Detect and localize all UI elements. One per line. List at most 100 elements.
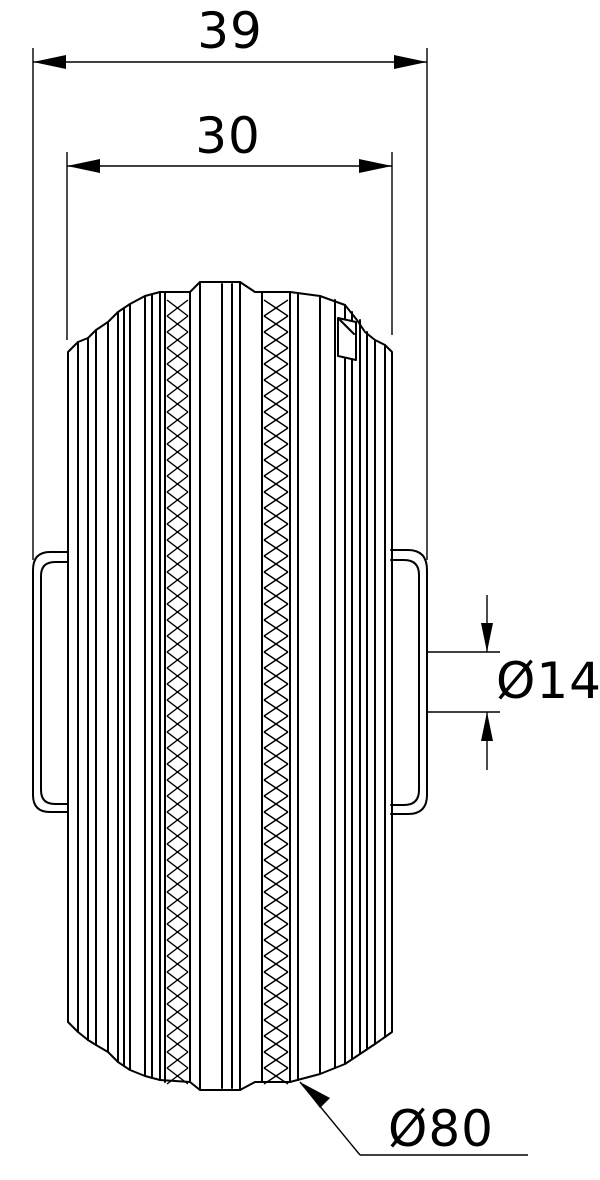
tread-cell bbox=[166, 827, 189, 845]
tread-cell bbox=[166, 731, 189, 749]
tread-cell bbox=[166, 1051, 189, 1069]
tread-cell bbox=[263, 699, 289, 717]
tread-cell bbox=[263, 379, 289, 397]
tread-cell bbox=[166, 779, 189, 797]
tread-cell bbox=[166, 891, 189, 909]
tread-cell bbox=[263, 491, 289, 509]
tread-cell bbox=[166, 315, 189, 333]
arrowhead-right bbox=[359, 159, 392, 173]
tread-pattern-right bbox=[263, 299, 289, 1085]
tread-cell bbox=[263, 1003, 289, 1021]
tread-cell bbox=[166, 475, 189, 493]
tread-cell bbox=[263, 747, 289, 765]
tread-cell bbox=[263, 779, 289, 797]
tread-cell bbox=[166, 1003, 189, 1021]
tread-cell bbox=[166, 843, 189, 861]
hub-right bbox=[390, 549, 428, 815]
tread-cell bbox=[263, 923, 289, 941]
tread-cell bbox=[166, 715, 189, 733]
tread-cell bbox=[263, 587, 289, 605]
tread-cell bbox=[263, 795, 289, 813]
dimension-wheel-diameter: Ø80 bbox=[299, 1081, 528, 1158]
arrowhead-leader bbox=[300, 1082, 330, 1108]
tread-cell bbox=[166, 651, 189, 669]
tread-cell bbox=[263, 763, 289, 781]
tread-cell bbox=[263, 667, 289, 685]
tread-cell bbox=[263, 523, 289, 541]
tread-cell bbox=[263, 859, 289, 877]
tread-cell bbox=[166, 795, 189, 813]
overall-width-label: 39 bbox=[197, 2, 263, 60]
tread-cell bbox=[263, 955, 289, 973]
tread-cell bbox=[263, 363, 289, 381]
tread-cell bbox=[166, 939, 189, 957]
tread-cell bbox=[263, 891, 289, 909]
tread-cell bbox=[166, 411, 189, 429]
tread-cell bbox=[263, 443, 289, 461]
tread-cell bbox=[166, 603, 189, 621]
tread-cell bbox=[263, 331, 289, 349]
tyre-width-label: 30 bbox=[195, 107, 261, 165]
tread-cell bbox=[263, 427, 289, 445]
tread-cell bbox=[263, 315, 289, 333]
tread-cell bbox=[263, 875, 289, 893]
tread-cell bbox=[263, 715, 289, 733]
tread-cell bbox=[166, 571, 189, 589]
arrowhead-down bbox=[481, 623, 493, 652]
tread-cell bbox=[166, 1067, 189, 1085]
tread-pattern-left bbox=[166, 299, 189, 1085]
valve-tab bbox=[337, 317, 357, 361]
wheel-diameter-label: Ø80 bbox=[388, 1100, 494, 1158]
tread-cell bbox=[263, 1051, 289, 1069]
dimension-bore: Ø14 bbox=[427, 595, 600, 770]
tread-cell bbox=[166, 907, 189, 925]
tread-cell bbox=[166, 667, 189, 685]
arrowhead-right bbox=[394, 55, 427, 69]
arrowhead-left bbox=[67, 159, 100, 173]
tread-cell bbox=[166, 331, 189, 349]
tread-cell bbox=[166, 1019, 189, 1037]
tread-cell bbox=[166, 763, 189, 781]
tread-cell bbox=[166, 299, 189, 317]
tread-cell bbox=[166, 427, 189, 445]
tyre-outline bbox=[67, 281, 393, 1091]
tread-cell bbox=[166, 443, 189, 461]
bore-diameter-label: Ø14 bbox=[496, 652, 600, 710]
tread-cell bbox=[166, 683, 189, 701]
tread-cell bbox=[263, 635, 289, 653]
tread-cell bbox=[263, 939, 289, 957]
tread-cell bbox=[263, 683, 289, 701]
tread-cell bbox=[263, 811, 289, 829]
tread-cell bbox=[166, 811, 189, 829]
tread-cell bbox=[263, 987, 289, 1005]
tread-cell bbox=[263, 347, 289, 365]
tread-cell bbox=[263, 843, 289, 861]
tread-cell bbox=[166, 747, 189, 765]
tread-cell bbox=[166, 459, 189, 477]
tread-cell bbox=[263, 507, 289, 525]
tread-cell bbox=[166, 491, 189, 509]
dimension-tyre-width: 30 bbox=[66, 107, 393, 340]
tread-cell bbox=[166, 539, 189, 557]
tread-cell bbox=[263, 651, 289, 669]
tread-cell bbox=[263, 1035, 289, 1053]
tread-cell bbox=[166, 363, 189, 381]
tread-cell bbox=[263, 603, 289, 621]
tread-cell bbox=[166, 987, 189, 1005]
tread-cell bbox=[263, 539, 289, 557]
tread-cell bbox=[166, 875, 189, 893]
tread-cell bbox=[166, 507, 189, 525]
tread-cell bbox=[166, 347, 189, 365]
tread-cell bbox=[263, 971, 289, 989]
tread-cell bbox=[263, 555, 289, 573]
tread-cell bbox=[263, 619, 289, 637]
tread-cell bbox=[263, 571, 289, 589]
tread-cell bbox=[263, 1019, 289, 1037]
tread-cell bbox=[166, 587, 189, 605]
tread-cell bbox=[263, 395, 289, 413]
tread-cell bbox=[263, 459, 289, 477]
arrowhead-up bbox=[481, 712, 493, 741]
tread-cell bbox=[166, 635, 189, 653]
tread-cell bbox=[263, 731, 289, 749]
